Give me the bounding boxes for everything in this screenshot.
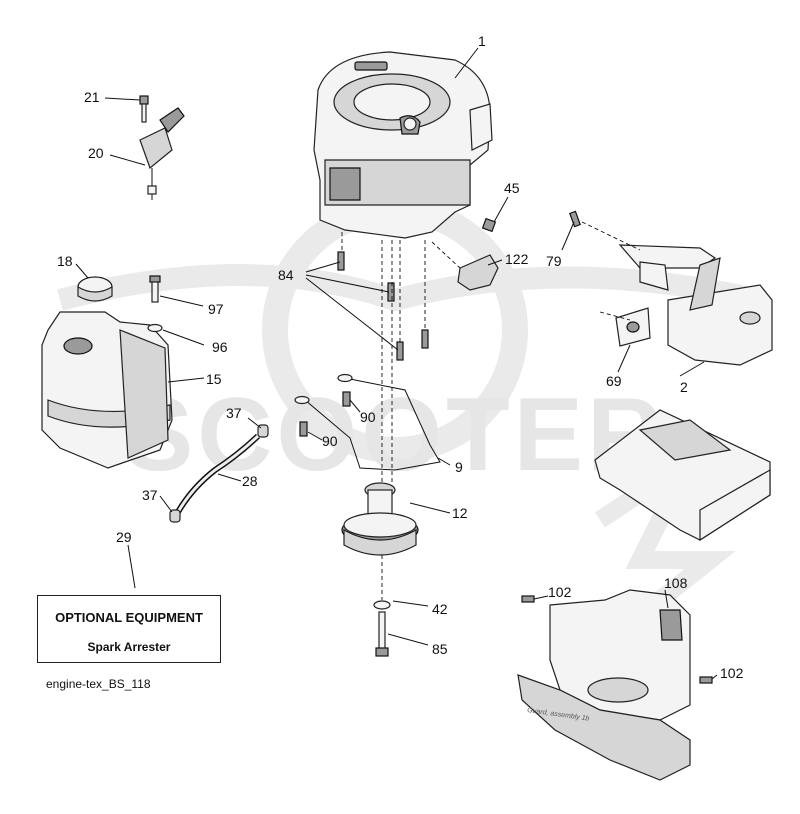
callout-85: 85 bbox=[432, 641, 448, 657]
muffler bbox=[618, 244, 773, 366]
callout-97: 97 bbox=[208, 301, 224, 317]
callout-96: 96 bbox=[212, 339, 228, 355]
callout-102a: 102 bbox=[548, 584, 572, 600]
callout-2: 2 bbox=[680, 379, 688, 395]
callout-9: 9 bbox=[455, 459, 463, 475]
muffler-gasket bbox=[615, 307, 651, 347]
callout-108: 108 bbox=[664, 575, 688, 591]
nut bbox=[481, 217, 497, 233]
fuel-tank bbox=[41, 311, 173, 469]
optional-equipment-item: Spark Arrester bbox=[87, 640, 171, 654]
callout-20: 20 bbox=[88, 145, 104, 161]
heat-shield bbox=[457, 254, 499, 291]
fuel-hose bbox=[169, 424, 269, 523]
brake-rod bbox=[294, 373, 441, 471]
callout-28: 28 bbox=[242, 473, 258, 489]
engine-guard bbox=[517, 589, 691, 781]
engine-pulley bbox=[341, 482, 419, 556]
leader-lines bbox=[75, 47, 718, 680]
callout-37a: 37 bbox=[226, 405, 242, 421]
callout-90a: 90 bbox=[360, 409, 376, 425]
callout-18: 18 bbox=[57, 253, 73, 269]
optional-equipment-title: OPTIONAL EQUIPMENT bbox=[55, 610, 203, 625]
callout-1: 1 bbox=[478, 33, 486, 49]
callout-122: 122 bbox=[505, 251, 529, 267]
fuel-cap bbox=[77, 276, 113, 302]
callout-69: 69 bbox=[606, 373, 622, 389]
callout-102b: 102 bbox=[720, 665, 744, 681]
callout-15: 15 bbox=[206, 371, 222, 387]
engine bbox=[313, 51, 493, 239]
callout-12: 12 bbox=[452, 505, 468, 521]
callout-21: 21 bbox=[84, 89, 100, 105]
guard-bolt-right bbox=[699, 676, 713, 684]
throttle-control bbox=[139, 95, 185, 200]
callout-37b: 37 bbox=[142, 487, 158, 503]
tank-screw bbox=[147, 275, 163, 333]
callout-45: 45 bbox=[504, 180, 520, 196]
callout-84: 84 bbox=[278, 267, 294, 283]
pulley-bolt bbox=[373, 600, 391, 657]
callout-labels: 1 2 9 12 15 18 20 21 28 29 37 37 42 45 6… bbox=[57, 33, 744, 681]
guard-bolt-left bbox=[521, 595, 535, 603]
callout-79: 79 bbox=[546, 253, 562, 269]
callout-29: 29 bbox=[116, 529, 132, 545]
callout-42: 42 bbox=[432, 601, 448, 617]
optional-equipment-box: OPTIONAL EQUIPMENT Spark Arrester bbox=[37, 595, 221, 663]
callout-90b: 90 bbox=[322, 433, 338, 449]
diagram-code: engine-tex_BS_118 bbox=[46, 677, 151, 691]
muffler-bolt bbox=[569, 210, 581, 228]
engine-mount-plate bbox=[594, 409, 771, 542]
